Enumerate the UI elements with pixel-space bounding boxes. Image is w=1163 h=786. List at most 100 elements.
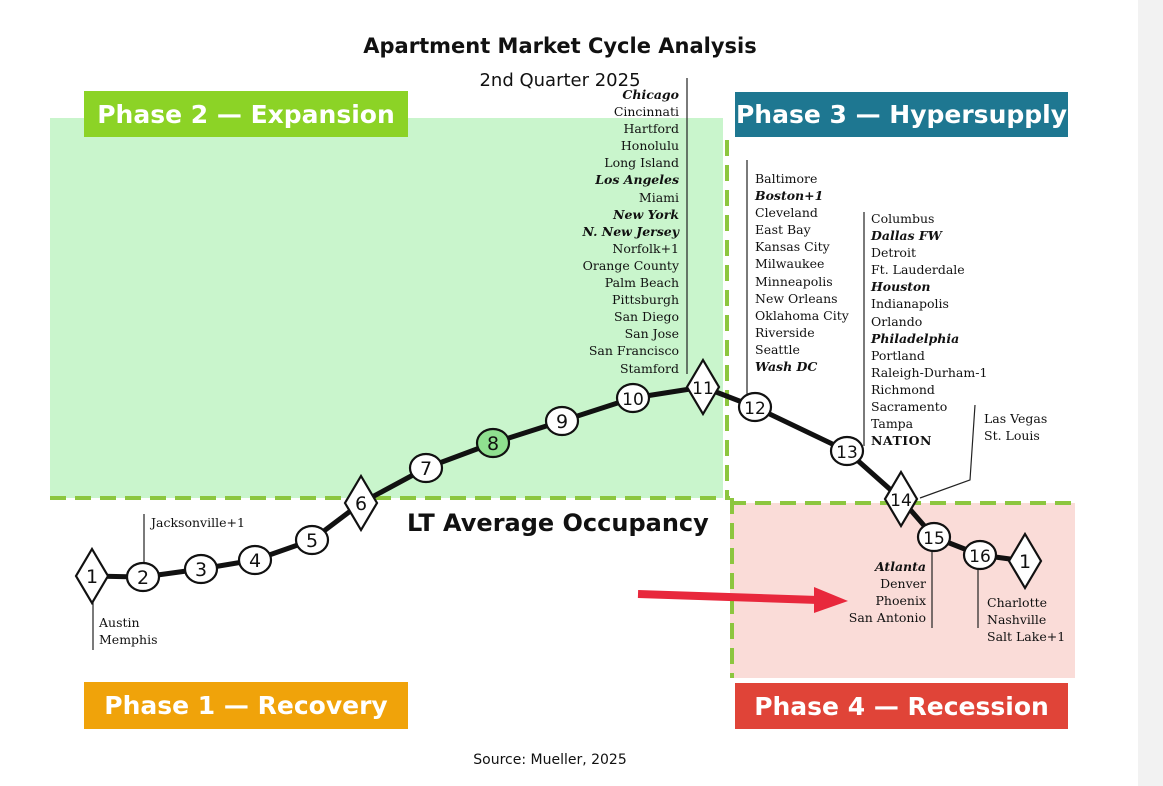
market-name: Richmond xyxy=(871,381,935,397)
recession-region xyxy=(730,503,1075,678)
cycle-point-number: 5 xyxy=(306,530,318,552)
market-name: Nashville xyxy=(987,612,1047,628)
cycle-point-diamond: 1 xyxy=(74,546,110,606)
cycle-point-circle: 9 xyxy=(544,405,580,437)
market-name: Long Island xyxy=(604,155,679,171)
market-name: Denver xyxy=(880,576,926,592)
cycle-point-number: 4 xyxy=(249,550,261,572)
cycle-point-circle: 3 xyxy=(183,553,219,585)
market-name: New Orleans xyxy=(755,290,838,306)
market-name: Palm Beach xyxy=(604,275,679,291)
cycle-point-diamond: 14 xyxy=(883,469,919,529)
market-name: Dallas FW xyxy=(871,228,942,244)
cycle-point-number: 9 xyxy=(556,411,568,433)
markets-point2: Jacksonville+1 xyxy=(151,514,245,531)
market-name: Houston xyxy=(871,279,931,295)
market-name: Tampa xyxy=(871,416,914,432)
cycle-point-shape xyxy=(685,357,721,417)
window-scrollbar-track xyxy=(1138,0,1163,786)
market-name: Stamford xyxy=(619,360,679,376)
cycle-point-shape xyxy=(74,546,110,606)
market-name: Philadelphia xyxy=(871,330,960,346)
cycle-point-number: 15 xyxy=(923,529,945,549)
market-name: Las Vegas xyxy=(984,411,1048,426)
cycle-point-shape xyxy=(294,524,330,556)
cycle-point-shape xyxy=(737,391,773,423)
red-arrow xyxy=(637,590,819,604)
red-arrow-head xyxy=(814,587,848,613)
cycle-point-diamond: 1 xyxy=(1007,531,1043,591)
cycle-point-number: 11 xyxy=(692,379,714,399)
diagram-subtitle: 2nd Quarter 2025 xyxy=(479,70,641,91)
source-note: Source: Mueller, 2025 xyxy=(473,752,627,768)
market-name: Portland xyxy=(871,347,925,363)
cycle-point-shape xyxy=(125,561,161,593)
cycle-point-shape xyxy=(615,382,651,414)
phase-1-label: Phase 1 — Recovery xyxy=(84,682,408,729)
cycle-point-shape xyxy=(962,539,998,571)
market-name: Orlando xyxy=(871,313,923,329)
cycle-point-shape xyxy=(237,544,273,576)
cycle-point-circle: 15 xyxy=(916,521,952,553)
cycle-point-diamond: 11 xyxy=(685,357,721,417)
market-name: Miami xyxy=(638,189,679,205)
phase-3-label: Phase 3 — Hypersupply xyxy=(735,92,1068,137)
expansion-region xyxy=(50,118,723,498)
market-name: Hartford xyxy=(623,121,679,137)
market-name: NATION xyxy=(871,433,932,449)
leader-point14 xyxy=(919,404,976,499)
market-name: Norfolk+1 xyxy=(612,240,679,256)
cycle-point-circle: 5 xyxy=(294,524,330,556)
market-name: Minneapolis xyxy=(755,273,833,289)
market-name: Charlotte xyxy=(987,595,1048,610)
cycle-point-shape xyxy=(343,473,379,533)
cycle-point-circle: 4 xyxy=(237,544,273,576)
cycle-point-circle: 7 xyxy=(408,452,444,484)
market-name: San Diego xyxy=(614,309,679,325)
diagram-title: Apartment Market Cycle Analysis xyxy=(363,34,757,58)
cycle-point-circle: 8 xyxy=(475,427,511,459)
cycle-point-shape xyxy=(183,553,219,585)
cycle-point-shape xyxy=(475,427,511,459)
cycle-point-circle: 16 xyxy=(962,539,998,571)
cycle-point-number: 14 xyxy=(890,491,912,511)
market-name: San Antonio xyxy=(848,610,926,626)
market-name: Kansas City xyxy=(755,239,830,255)
market-name: Ft. Lauderdale xyxy=(871,262,965,278)
cycle-point-number: 13 xyxy=(836,443,858,463)
cycle-point-circle: 2 xyxy=(125,561,161,593)
cycle-point-circle: 10 xyxy=(615,382,651,414)
market-name: Honolulu xyxy=(620,138,679,154)
cycle-point-number: 1 xyxy=(1019,551,1031,573)
market-name: San Francisco xyxy=(588,343,679,359)
cycle-point-shape xyxy=(408,452,444,484)
cycle-point-number: 12 xyxy=(744,399,766,419)
phase-4-label: Phase 4 — Recession xyxy=(735,683,1068,729)
leader-lines xyxy=(92,78,979,650)
phase-2-label: Phase 2 — Expansion xyxy=(84,91,408,137)
cycle-point-shape xyxy=(916,521,952,553)
market-name: Boston+1 xyxy=(755,188,824,204)
market-name: Atlanta xyxy=(874,559,926,574)
market-name: Sacramento xyxy=(871,399,948,415)
market-name: Seattle xyxy=(755,341,800,357)
market-name: Chicago xyxy=(622,87,679,102)
cycle-point-number: 6 xyxy=(355,493,367,515)
lt-average-occupancy-label: LT Average Occupancy xyxy=(407,509,709,537)
market-name: Wash DC xyxy=(755,359,818,375)
market-name: Cleveland xyxy=(755,205,818,221)
market-name: Pittsburgh xyxy=(612,292,679,308)
cycle-point-number: 16 xyxy=(969,547,991,567)
cycle-point-shape xyxy=(544,405,580,437)
market-name: Raleigh-Durham-1 xyxy=(871,364,988,380)
market-name: Baltimore xyxy=(755,171,818,186)
cycle-point-number: 3 xyxy=(195,559,207,581)
